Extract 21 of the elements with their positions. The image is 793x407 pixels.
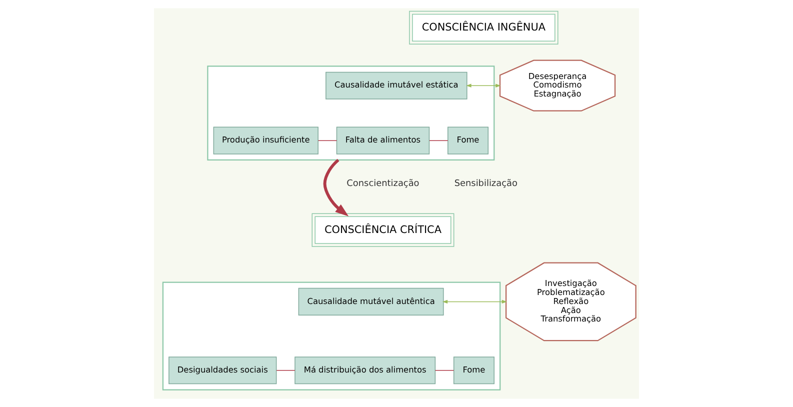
node-box: Má distribuição dos alimentos bbox=[294, 356, 436, 384]
node-box: Produção insuficiente bbox=[213, 126, 318, 154]
cluster bbox=[207, 66, 495, 161]
node-box: Fome bbox=[448, 126, 489, 154]
arrow bbox=[442, 300, 508, 304]
node-box: Causalidade mutável autêntica bbox=[298, 288, 444, 316]
node-box: CONSCIÊNCIA CRÍTICA bbox=[312, 213, 454, 247]
node-box: Causalidade imutável estática bbox=[326, 72, 468, 100]
arrow bbox=[323, 158, 349, 216]
connector bbox=[318, 140, 338, 141]
cluster bbox=[162, 282, 501, 390]
node-box: Desigualdades sociais bbox=[168, 356, 277, 384]
node-box: CONSCIÊNCIA INGÊNUA bbox=[409, 10, 558, 44]
connector bbox=[276, 370, 296, 371]
node-box: Fome bbox=[453, 356, 494, 384]
label: Conscientização bbox=[346, 179, 420, 190]
label: Sensibilização bbox=[454, 179, 518, 190]
connector bbox=[434, 370, 454, 371]
node-box: Falta de alimentos bbox=[336, 126, 430, 154]
arrow bbox=[466, 84, 501, 88]
connector bbox=[429, 140, 448, 141]
